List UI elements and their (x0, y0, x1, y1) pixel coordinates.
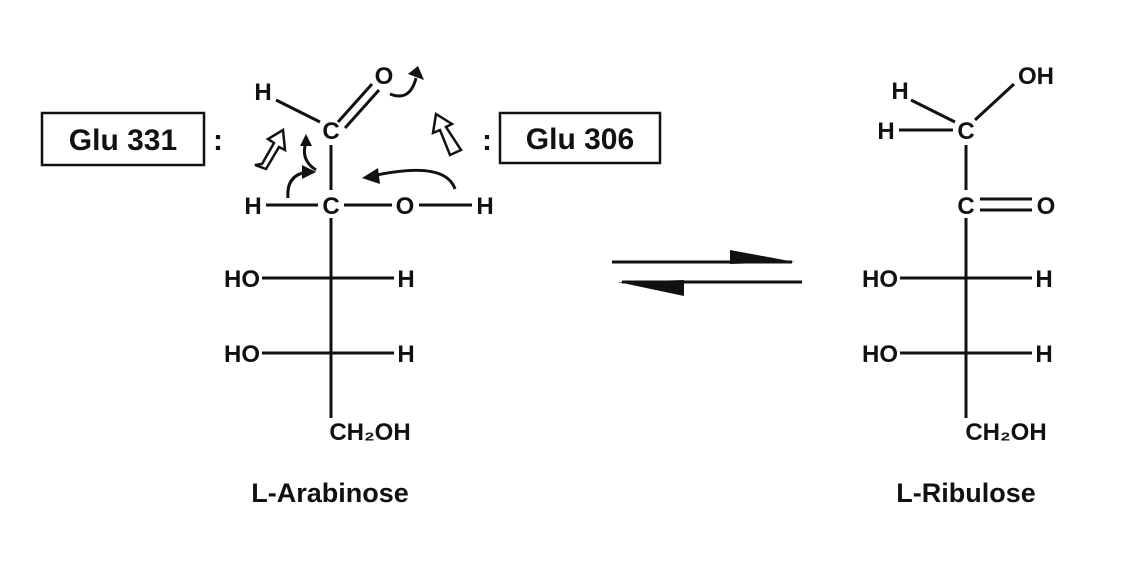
bond (343, 88, 381, 130)
c1-carbon: C (957, 118, 974, 145)
c1-h1: H (891, 78, 908, 105)
glu306-lone-pair: : (482, 124, 492, 157)
c3-hydroxyl: HO (862, 266, 898, 293)
glu331-lone-pair: : (213, 124, 223, 157)
glu306-box (498, 111, 662, 165)
c4-h: H (397, 341, 414, 368)
equilibrium-arrows (612, 250, 802, 296)
arrowhead (362, 168, 380, 184)
proton-transfer-arrow-icon (431, 111, 463, 157)
bond (973, 82, 1016, 122)
glu331-box (40, 111, 206, 167)
arrowhead (408, 66, 424, 80)
curved-arrow-icon (302, 141, 317, 172)
reverse-arrowhead (618, 280, 684, 296)
c2-oxygen: O (396, 193, 415, 220)
c5-group: CH₂OH (329, 419, 410, 446)
c2-hydroxyl-h: H (476, 193, 493, 220)
arrowhead (302, 165, 316, 179)
c4-hydroxyl: HO (224, 341, 260, 368)
c1-oxygen: O (375, 63, 394, 90)
curved-arrow-icon (371, 168, 457, 190)
c2-carbon: C (322, 193, 339, 220)
glu306-label: Glu 306 (526, 123, 634, 156)
bond (275, 98, 321, 124)
c1-h2: H (877, 118, 894, 145)
c2-oxygen: O (1037, 193, 1056, 220)
c3-h: H (397, 266, 414, 293)
c1-hydroxyl: OH (1018, 63, 1054, 90)
c3-h: H (1035, 266, 1052, 293)
l-arabinose-label: L-Arabinose (251, 478, 409, 508)
glu331-label: Glu 331 (69, 124, 177, 157)
c4-hydroxyl: HO (862, 341, 898, 368)
c2-carbon: C (957, 193, 974, 220)
c5-group: CH₂OH (965, 419, 1046, 446)
forward-arrowhead (730, 250, 795, 264)
c2-h: H (244, 193, 261, 220)
proton-transfer-arrow-icon (254, 127, 287, 171)
c1-carbon: C (322, 118, 339, 145)
bond (336, 82, 374, 124)
c3-hydroxyl: HO (224, 266, 260, 293)
curved-arrow-icon (389, 77, 418, 98)
c1-h: H (254, 79, 271, 106)
l-arabinose-structure: Glu 331 : Glu 306 : H C O H C O H HO H H… (40, 63, 662, 508)
bond (910, 98, 956, 124)
arrowhead (300, 134, 312, 146)
c4-h: H (1035, 341, 1052, 368)
l-ribulose-structure: H H C OH C O HO H HO H CH₂OH L-Ribulose (862, 63, 1055, 508)
l-ribulose-label: L-Ribulose (896, 478, 1036, 508)
